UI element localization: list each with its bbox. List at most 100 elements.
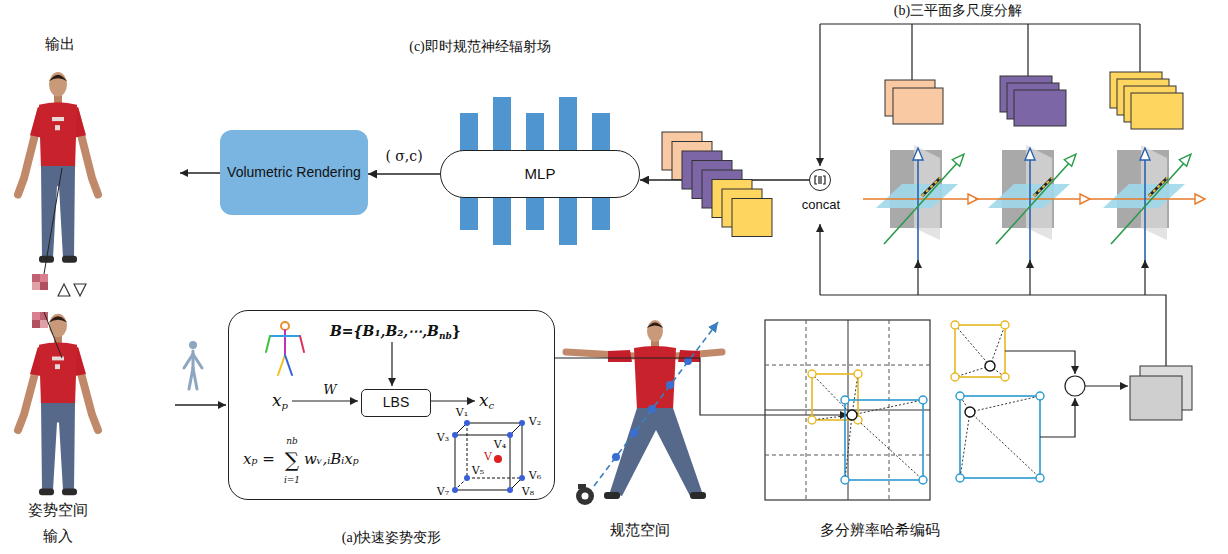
canonical-figure [604, 492, 620, 499]
text-label: V₇ [437, 486, 449, 499]
canonical-figure [647, 323, 663, 329]
hash-merge [1005, 351, 1128, 437]
triplane-bracket [1027, 24, 1028, 76]
hash-cells [955, 325, 990, 366]
patch-leaders [44, 168, 62, 358]
hash-features [1130, 376, 1182, 420]
text-label: 多分辨率哈希编码 [820, 522, 940, 539]
text-label: W [323, 383, 336, 398]
hash-grid [841, 396, 849, 404]
text-label: x [272, 391, 282, 411]
feature-bus [819, 224, 820, 295]
ray-samples [666, 381, 674, 389]
mlp-box: MLP [440, 150, 640, 198]
hash-cells [970, 396, 1040, 412]
hash-merge [1005, 351, 1075, 374]
triplane-bracket [911, 24, 912, 80]
triplane-bracket [820, 24, 1140, 166]
lbs-arrows [391, 342, 392, 386]
concat-symbol [813, 173, 827, 187]
input-patch [32, 312, 48, 328]
feature-planes-purple [1000, 76, 1066, 126]
compare-triangles [58, 284, 86, 296]
canonical-figure [690, 492, 706, 499]
feature-planes-yellow [1131, 93, 1183, 129]
ray-samples [612, 453, 620, 461]
hash-grid [847, 410, 857, 420]
hash-cells [960, 412, 970, 478]
hash-grid [808, 416, 816, 424]
text-label: V₂ [529, 416, 541, 429]
hash-cells [990, 325, 1005, 366]
flow-arrow [368, 173, 440, 174]
hash-cells [1001, 373, 1009, 381]
skeleton-icon [285, 355, 292, 375]
text-label: V₃ [437, 432, 449, 445]
output-patch [32, 282, 40, 290]
hash-cells [951, 321, 1044, 482]
output-arrow [180, 172, 220, 173]
voxel-cube [455, 423, 522, 490]
feature-bus [820, 224, 1166, 366]
mini-figure [189, 341, 197, 349]
skeleton-icon [278, 355, 285, 375]
triplane-1 [863, 145, 978, 262]
hash-grid [852, 415, 923, 480]
output-patch [32, 274, 48, 290]
output-figure [18, 72, 98, 263]
mini-figure [193, 368, 197, 389]
feature-bus [1029, 260, 1030, 295]
hash-grid [852, 374, 858, 415]
triplane-2 [975, 145, 1090, 262]
hash-cells [951, 321, 959, 329]
concat-node: concat [809, 169, 831, 191]
text-label: 规范空间 [610, 522, 670, 539]
node-label: LBS [383, 394, 409, 412]
hash-grid [919, 396, 927, 404]
triplane-3 [1090, 145, 1205, 262]
input-patch [32, 320, 40, 328]
triplane-1 [863, 145, 978, 262]
feature-stack [662, 132, 772, 237]
feature-bus [917, 260, 918, 295]
text-label: V₈ [522, 486, 534, 499]
feature-planes-purple [1014, 90, 1066, 126]
hash-grid [765, 410, 930, 411]
node-heading: (a)快速姿势变形 [342, 529, 442, 547]
hash-cells [960, 396, 1040, 478]
hash-cells [955, 325, 1005, 377]
text-label: xₚ = [243, 451, 275, 468]
hash-grid [841, 396, 927, 484]
hash-grid [806, 320, 807, 500]
text-label: } [452, 323, 461, 339]
node-heading: concat [802, 197, 840, 212]
text-label: i=1 [284, 475, 300, 485]
cube-vertices [452, 420, 525, 493]
canonical-figure [608, 350, 632, 362]
hash-grid [889, 320, 890, 500]
hash-grid [812, 374, 852, 415]
text-label: c [489, 400, 495, 412]
mini-figure [184, 354, 193, 368]
text-label: (b)三平面多尺度分解 [894, 3, 1022, 19]
input-patch [32, 312, 40, 320]
hash-grid [808, 370, 862, 424]
input-arrow [175, 404, 226, 405]
render-box: Volumetric Rendering [220, 130, 368, 215]
ray-samples [612, 357, 692, 461]
skeleton-icon [266, 336, 270, 352]
hash-merge [1085, 385, 1128, 386]
patch-leaders [44, 312, 62, 358]
text-label: 输出 [45, 36, 75, 53]
hash-cells [951, 321, 1009, 381]
canonical-figure [610, 408, 702, 496]
canonical-figure [566, 320, 722, 499]
feature-stack [732, 199, 772, 237]
compare-triangles [74, 284, 86, 296]
input-figure [18, 314, 98, 495]
text-label: V [484, 451, 492, 464]
output-patch [40, 274, 48, 282]
